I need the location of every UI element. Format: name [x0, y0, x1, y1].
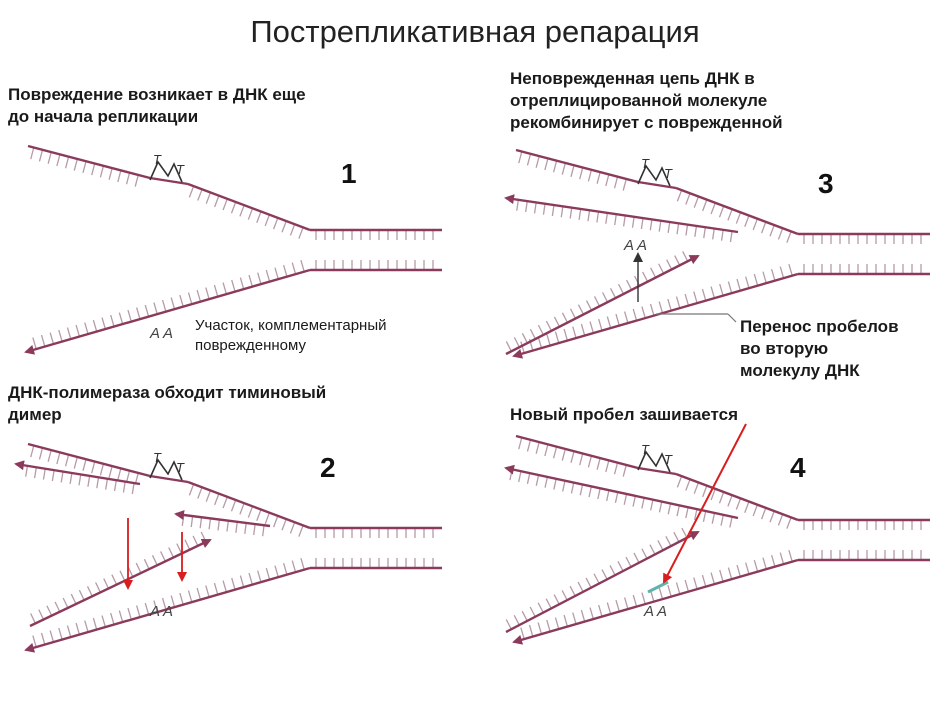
parental-strand-top — [310, 528, 442, 538]
sealed-gap-arrow — [664, 424, 746, 582]
thymine-dimer: TT — [150, 152, 185, 182]
parental-strand-top — [310, 230, 442, 240]
upper-old-strand-right — [188, 184, 310, 239]
thymine-label: T — [664, 166, 673, 181]
parental-strand-bottom — [310, 558, 442, 568]
upper-old-strand-left — [516, 436, 638, 477]
parental-strand-bottom — [798, 550, 930, 560]
complementary-site-label-3: A A — [623, 237, 647, 254]
complementary-site-label-1: A A — [149, 325, 173, 342]
parental-strand-top — [798, 520, 930, 530]
thymine-label: T — [641, 442, 650, 457]
sealed-gap-marker — [648, 582, 668, 592]
complementary-site-label-2: A A — [149, 603, 173, 620]
new-strand-upper — [506, 468, 738, 527]
thymine-label: T — [153, 450, 162, 465]
upper-old-strand-left — [516, 150, 638, 191]
parental-strand-top — [798, 234, 930, 244]
upper-old-strand-right — [676, 474, 798, 529]
lower-old-strand — [514, 550, 798, 642]
thymine-label: T — [176, 460, 185, 475]
parental-strand-bottom — [798, 264, 930, 274]
upper-old-strand-left — [28, 146, 150, 187]
new-strand-upper-recombined — [506, 198, 738, 242]
thymine-label: T — [176, 162, 185, 177]
thymine-dimer: TT — [150, 450, 185, 480]
thymine-label: T — [664, 452, 673, 467]
complementary-site-label-4: A A — [643, 603, 667, 620]
thymine-dimer: TT — [638, 442, 673, 472]
upper-old-strand-right — [188, 482, 310, 537]
thymine-label: T — [153, 152, 162, 167]
upper-old-strand-right — [676, 188, 798, 243]
thymine-label: T — [641, 156, 650, 171]
thymine-dimer: TT — [638, 156, 673, 186]
parental-strand-bottom — [310, 260, 442, 270]
note-leader-tail — [728, 314, 736, 322]
new-strand-upper-fragment-2 — [176, 514, 270, 536]
